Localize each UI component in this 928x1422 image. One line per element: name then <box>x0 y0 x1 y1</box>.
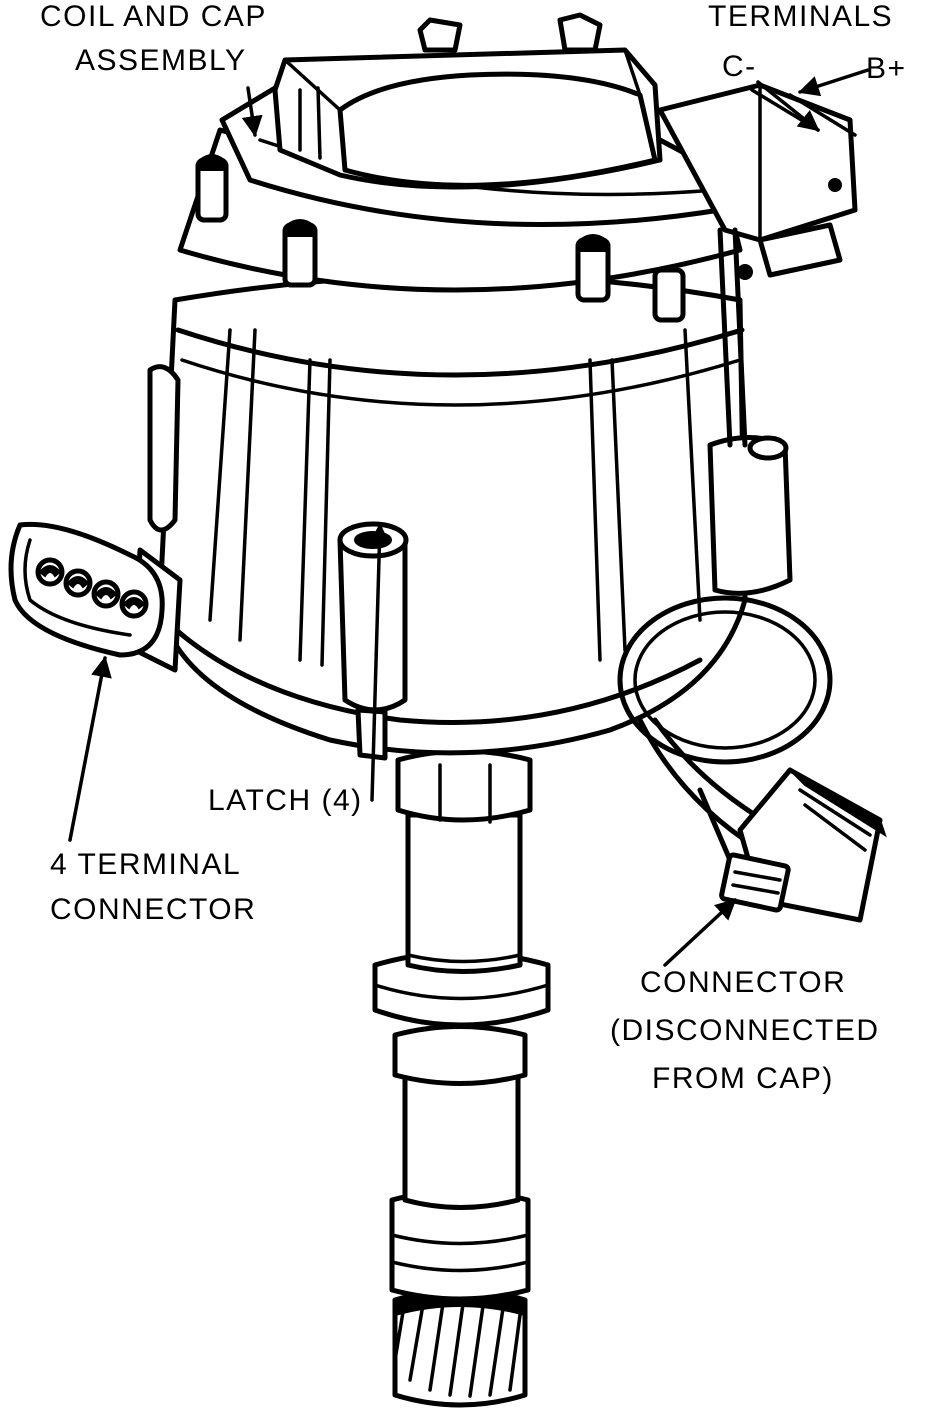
label-coil-cap-line1: COIL AND CAP <box>40 0 267 33</box>
label-four-terminal-line1: 4 TERMINAL <box>50 848 242 881</box>
label-terminal-b: B+ <box>866 52 907 85</box>
coil-assembly <box>219 12 738 228</box>
leader-lines <box>68 68 870 967</box>
label-connector-line1: CONNECTOR <box>640 966 847 999</box>
label-coil-cap-line2: ASSEMBLY <box>75 44 247 77</box>
disconnected-connector <box>719 767 887 923</box>
four-terminal-connector <box>8 521 183 673</box>
label-connector-line3: FROM CAP) <box>652 1062 834 1095</box>
label-connector-line2: (DISCONNECTED <box>610 1014 880 1047</box>
distributor-cap <box>147 127 748 756</box>
distributor-shaft <box>372 748 551 1408</box>
label-latch: LATCH (4) <box>208 784 363 817</box>
label-terminal-c: C- <box>722 50 757 83</box>
label-terminals: TERMINALS <box>708 0 894 33</box>
label-four-terminal-line2: CONNECTOR <box>50 893 257 926</box>
